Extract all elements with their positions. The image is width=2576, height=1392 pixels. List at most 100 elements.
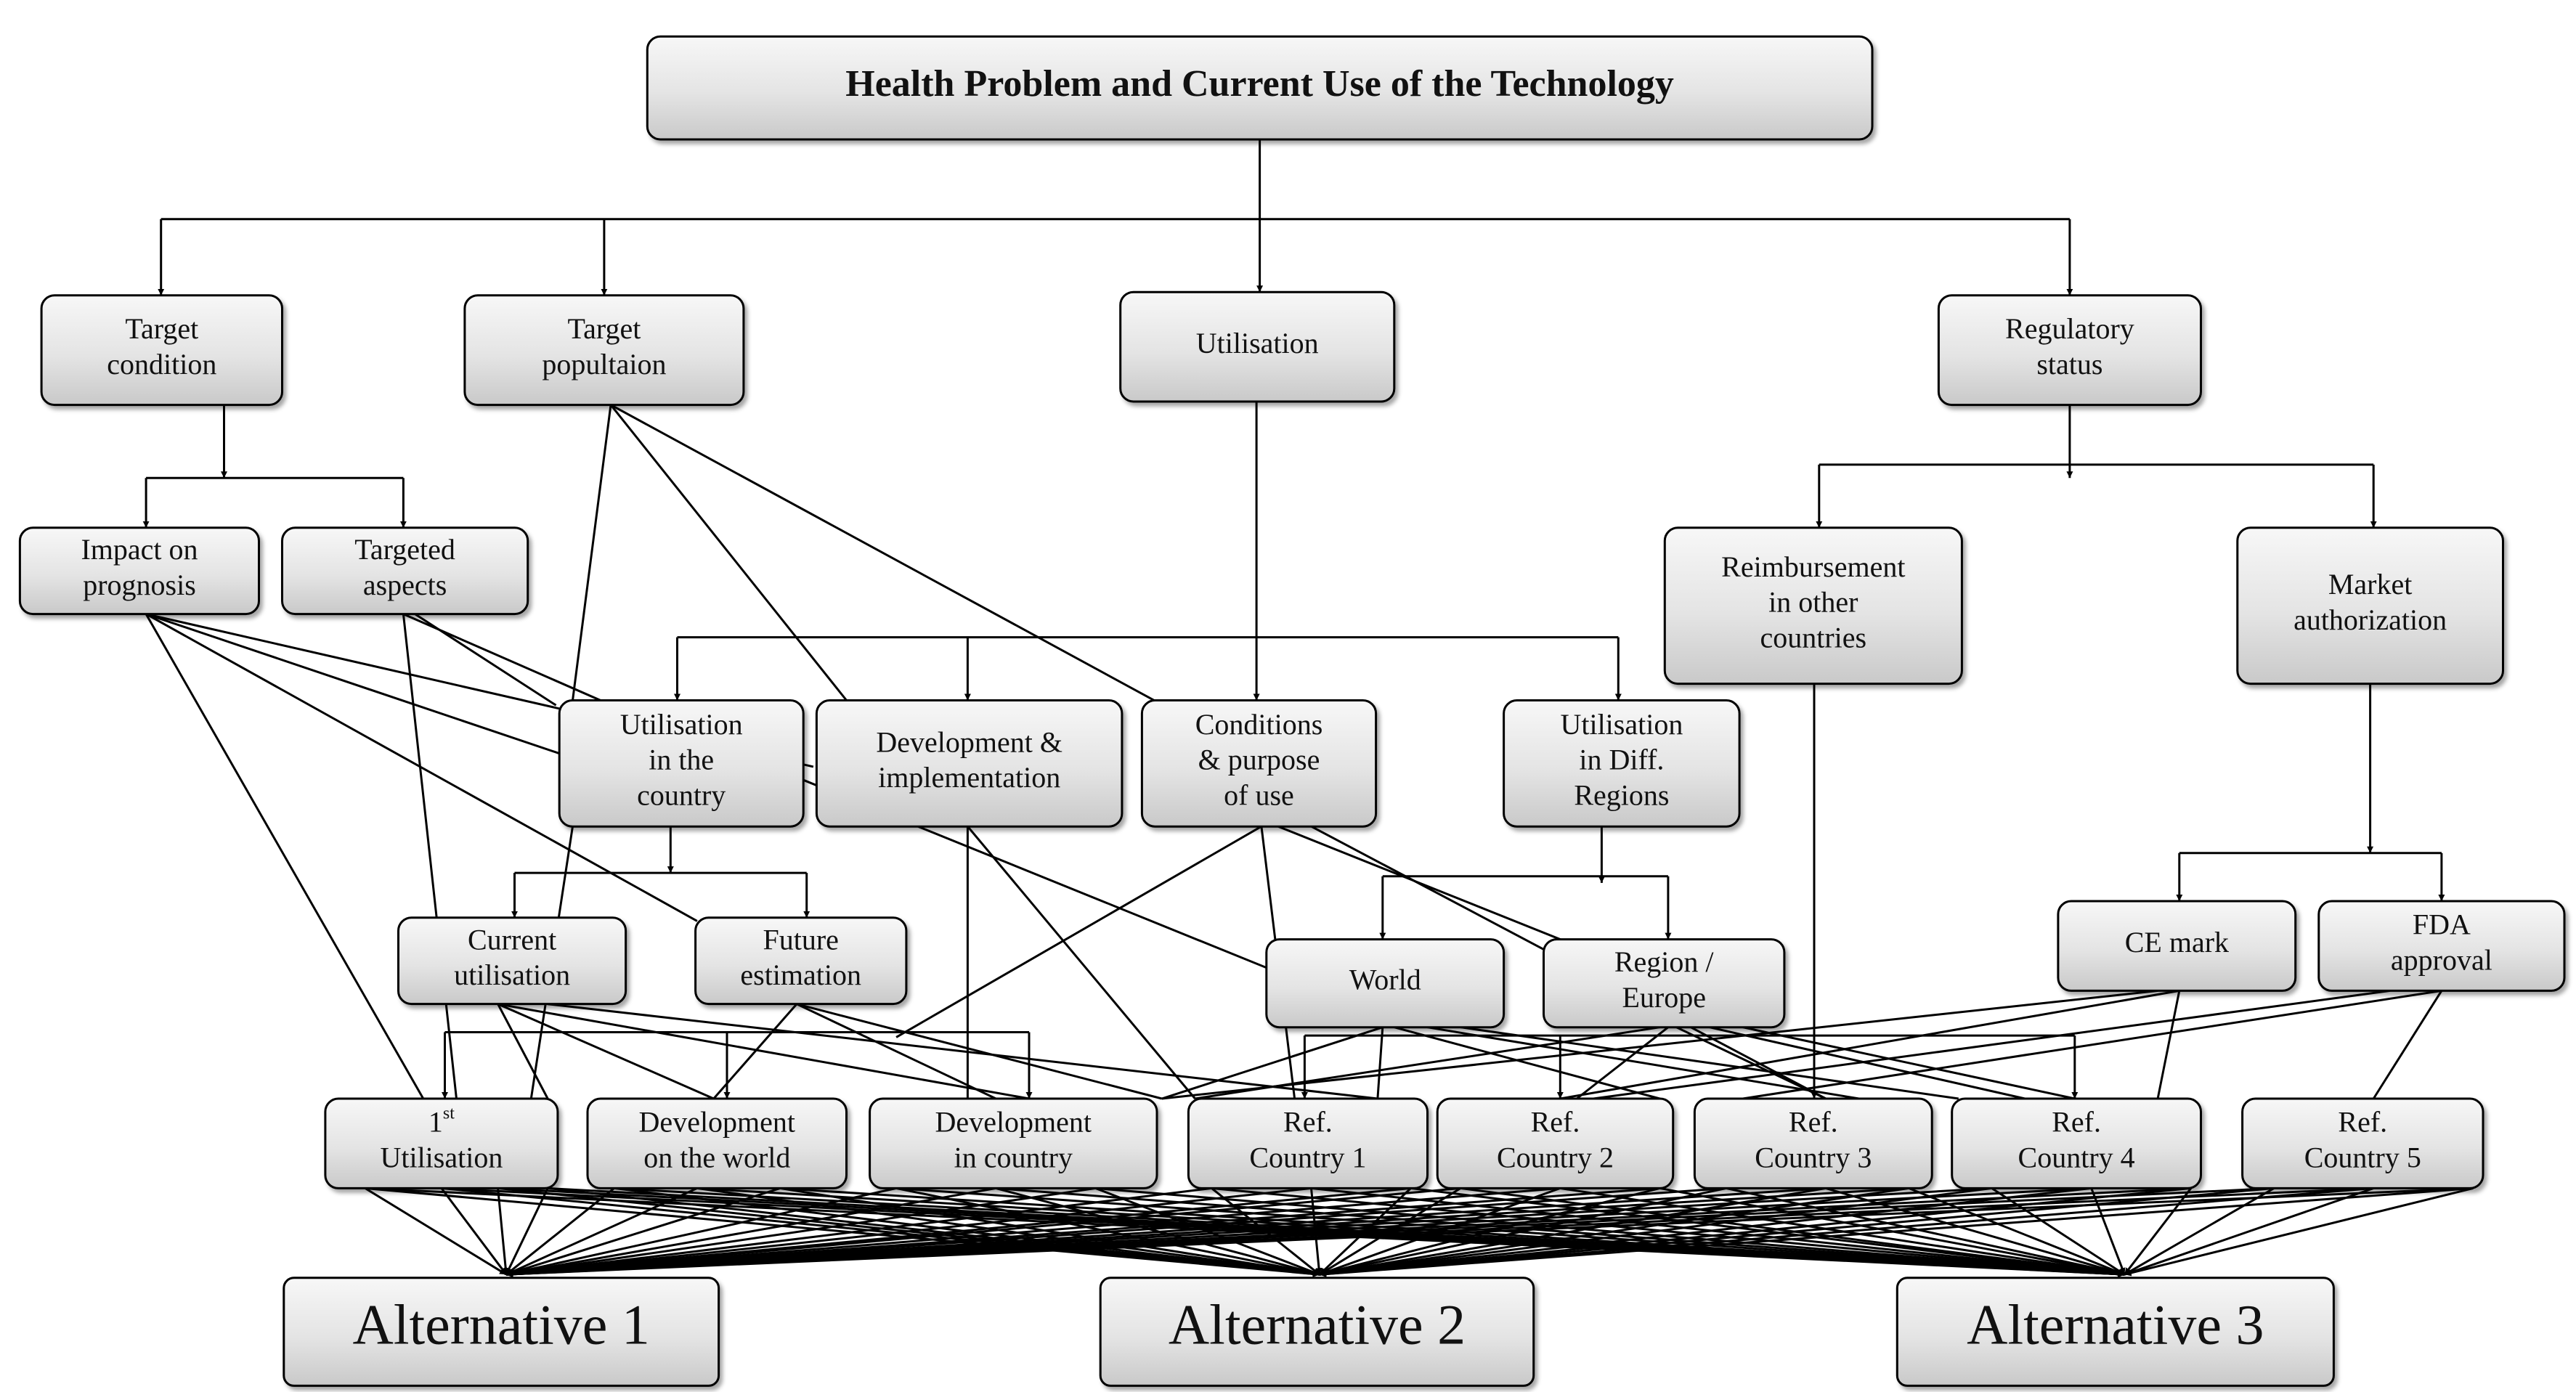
connector-line	[1311, 1187, 2125, 1277]
target-population-box	[463, 294, 745, 407]
future-estimation-label: Future	[763, 923, 838, 956]
ref-country-3-node: Ref.Country 3	[1693, 1097, 1933, 1189]
ref-country-1-node: Ref.Country 1	[1187, 1097, 1429, 1189]
connector-line	[505, 1187, 1312, 1277]
conditions-purpose-box	[1140, 699, 1378, 828]
development-country-label: Development	[935, 1106, 1092, 1139]
connector-line	[1742, 1026, 2076, 1100]
connector-line	[548, 1003, 1378, 1100]
future-estimation-box	[694, 916, 908, 1006]
utilisation-node: Utilisation	[1119, 290, 1396, 403]
reimbursement-label: Reimbursement	[1721, 550, 1905, 583]
utilisation-in-country-label: country	[637, 779, 726, 812]
regulatory-status-box	[1937, 294, 2202, 407]
future-estimation-label: estimation	[740, 958, 861, 991]
connector-line	[505, 1187, 781, 1276]
ref-country-5-node: Ref.Country 5	[2241, 1097, 2484, 1189]
target-condition-label: condition	[107, 348, 216, 380]
world-box	[1265, 938, 1506, 1029]
ref-country-4-label: Ref.	[2052, 1106, 2101, 1139]
connector-line	[505, 1187, 698, 1276]
connector-line	[2372, 990, 2443, 1099]
connector-line	[1560, 989, 2180, 1100]
market-authorization-label: authorization	[2293, 603, 2447, 636]
ref-country-1-label: Ref.	[1283, 1106, 1333, 1139]
connector-line	[779, 1187, 1320, 1277]
development-implementation-box	[815, 699, 1124, 828]
connector-line	[1211, 1187, 2125, 1277]
ce-mark-label: CE mark	[2125, 926, 2229, 958]
connector-line	[1576, 1026, 1669, 1100]
utilisation-label: Utilisation	[1196, 327, 1319, 359]
connector-line	[1460, 1026, 1959, 1100]
ref-country-2-box	[1436, 1097, 1675, 1189]
connector-line	[1726, 1187, 2125, 1277]
market-authorization-box	[2236, 526, 2505, 685]
development-world-box	[586, 1097, 848, 1189]
connector-line	[1161, 989, 2158, 1100]
target-population-label: popultaion	[542, 348, 666, 380]
ce-mark-box	[2057, 900, 2297, 992]
region-europe-box	[1543, 938, 1786, 1029]
regulatory-status-label: Regulatory	[2005, 312, 2134, 345]
utilisation-in-country-label: in the	[649, 744, 714, 776]
connector-line	[440, 1187, 508, 1276]
utilisation-diff-regions-box	[1503, 699, 1741, 828]
reimbursement-box	[1663, 526, 1963, 685]
development-world-label: on the world	[643, 1141, 790, 1174]
targeted-aspects-label: aspects	[363, 569, 447, 601]
connector-line	[1319, 1187, 2275, 1277]
reimbursement-label: in other	[1768, 586, 1858, 619]
connector-line	[1593, 989, 2391, 1100]
connector-line	[505, 1187, 1561, 1277]
connector-line	[2124, 1187, 2275, 1276]
connector-line	[696, 1187, 1320, 1277]
connector-line	[497, 1003, 715, 1100]
impact-on-prognosis-label: Impact on	[81, 533, 198, 566]
connector-line	[145, 613, 565, 757]
ref-country-1-label: Country 1	[1249, 1141, 1366, 1174]
impact-on-prognosis-box	[18, 526, 261, 616]
target-condition-box	[40, 294, 283, 407]
fda-approval-label: FDA	[2413, 908, 2471, 941]
connector-line	[1394, 1026, 1660, 1100]
connector-line	[414, 613, 557, 707]
first-utilisation-label: Utilisation	[380, 1141, 503, 1174]
conditions-purpose-label: & purpose	[1198, 744, 1320, 776]
connector-line	[145, 613, 425, 1099]
current-utilisation-label: utilisation	[454, 958, 570, 991]
connector-line	[505, 1187, 996, 1277]
market-authorization-label: Market	[2328, 568, 2413, 601]
ref-country-2-label: Ref.	[1531, 1106, 1580, 1139]
connector-line	[1675, 1026, 1827, 1100]
alternative-3-box	[1896, 1277, 2335, 1387]
utilisation-diff-regions-label: Utilisation	[1560, 708, 1683, 741]
connector-line	[610, 404, 1179, 715]
alternative-2-node: Alternative 2	[1099, 1277, 1535, 1387]
alternative-3-label: Alternative 3	[1967, 1293, 2264, 1356]
fda-approval-label: approval	[2391, 944, 2492, 977]
reimbursement-label: countries	[1760, 621, 1866, 654]
connector-line	[967, 826, 1196, 1099]
connector-line	[497, 1188, 509, 1275]
ref-country-4-box	[1951, 1097, 2202, 1189]
ref-country-4-node: Ref.Country 4	[1951, 1097, 2202, 1189]
connector-line	[1709, 1026, 2026, 1100]
connector-line	[1376, 1027, 1384, 1099]
connector-line	[2156, 990, 2181, 1099]
connector-line	[145, 613, 698, 922]
utilisation-box	[1119, 290, 1396, 403]
connector-line	[505, 1187, 1212, 1277]
connector-line	[505, 1187, 1096, 1277]
development-world-label: Development	[639, 1106, 796, 1139]
connector-line	[796, 1003, 1163, 1100]
